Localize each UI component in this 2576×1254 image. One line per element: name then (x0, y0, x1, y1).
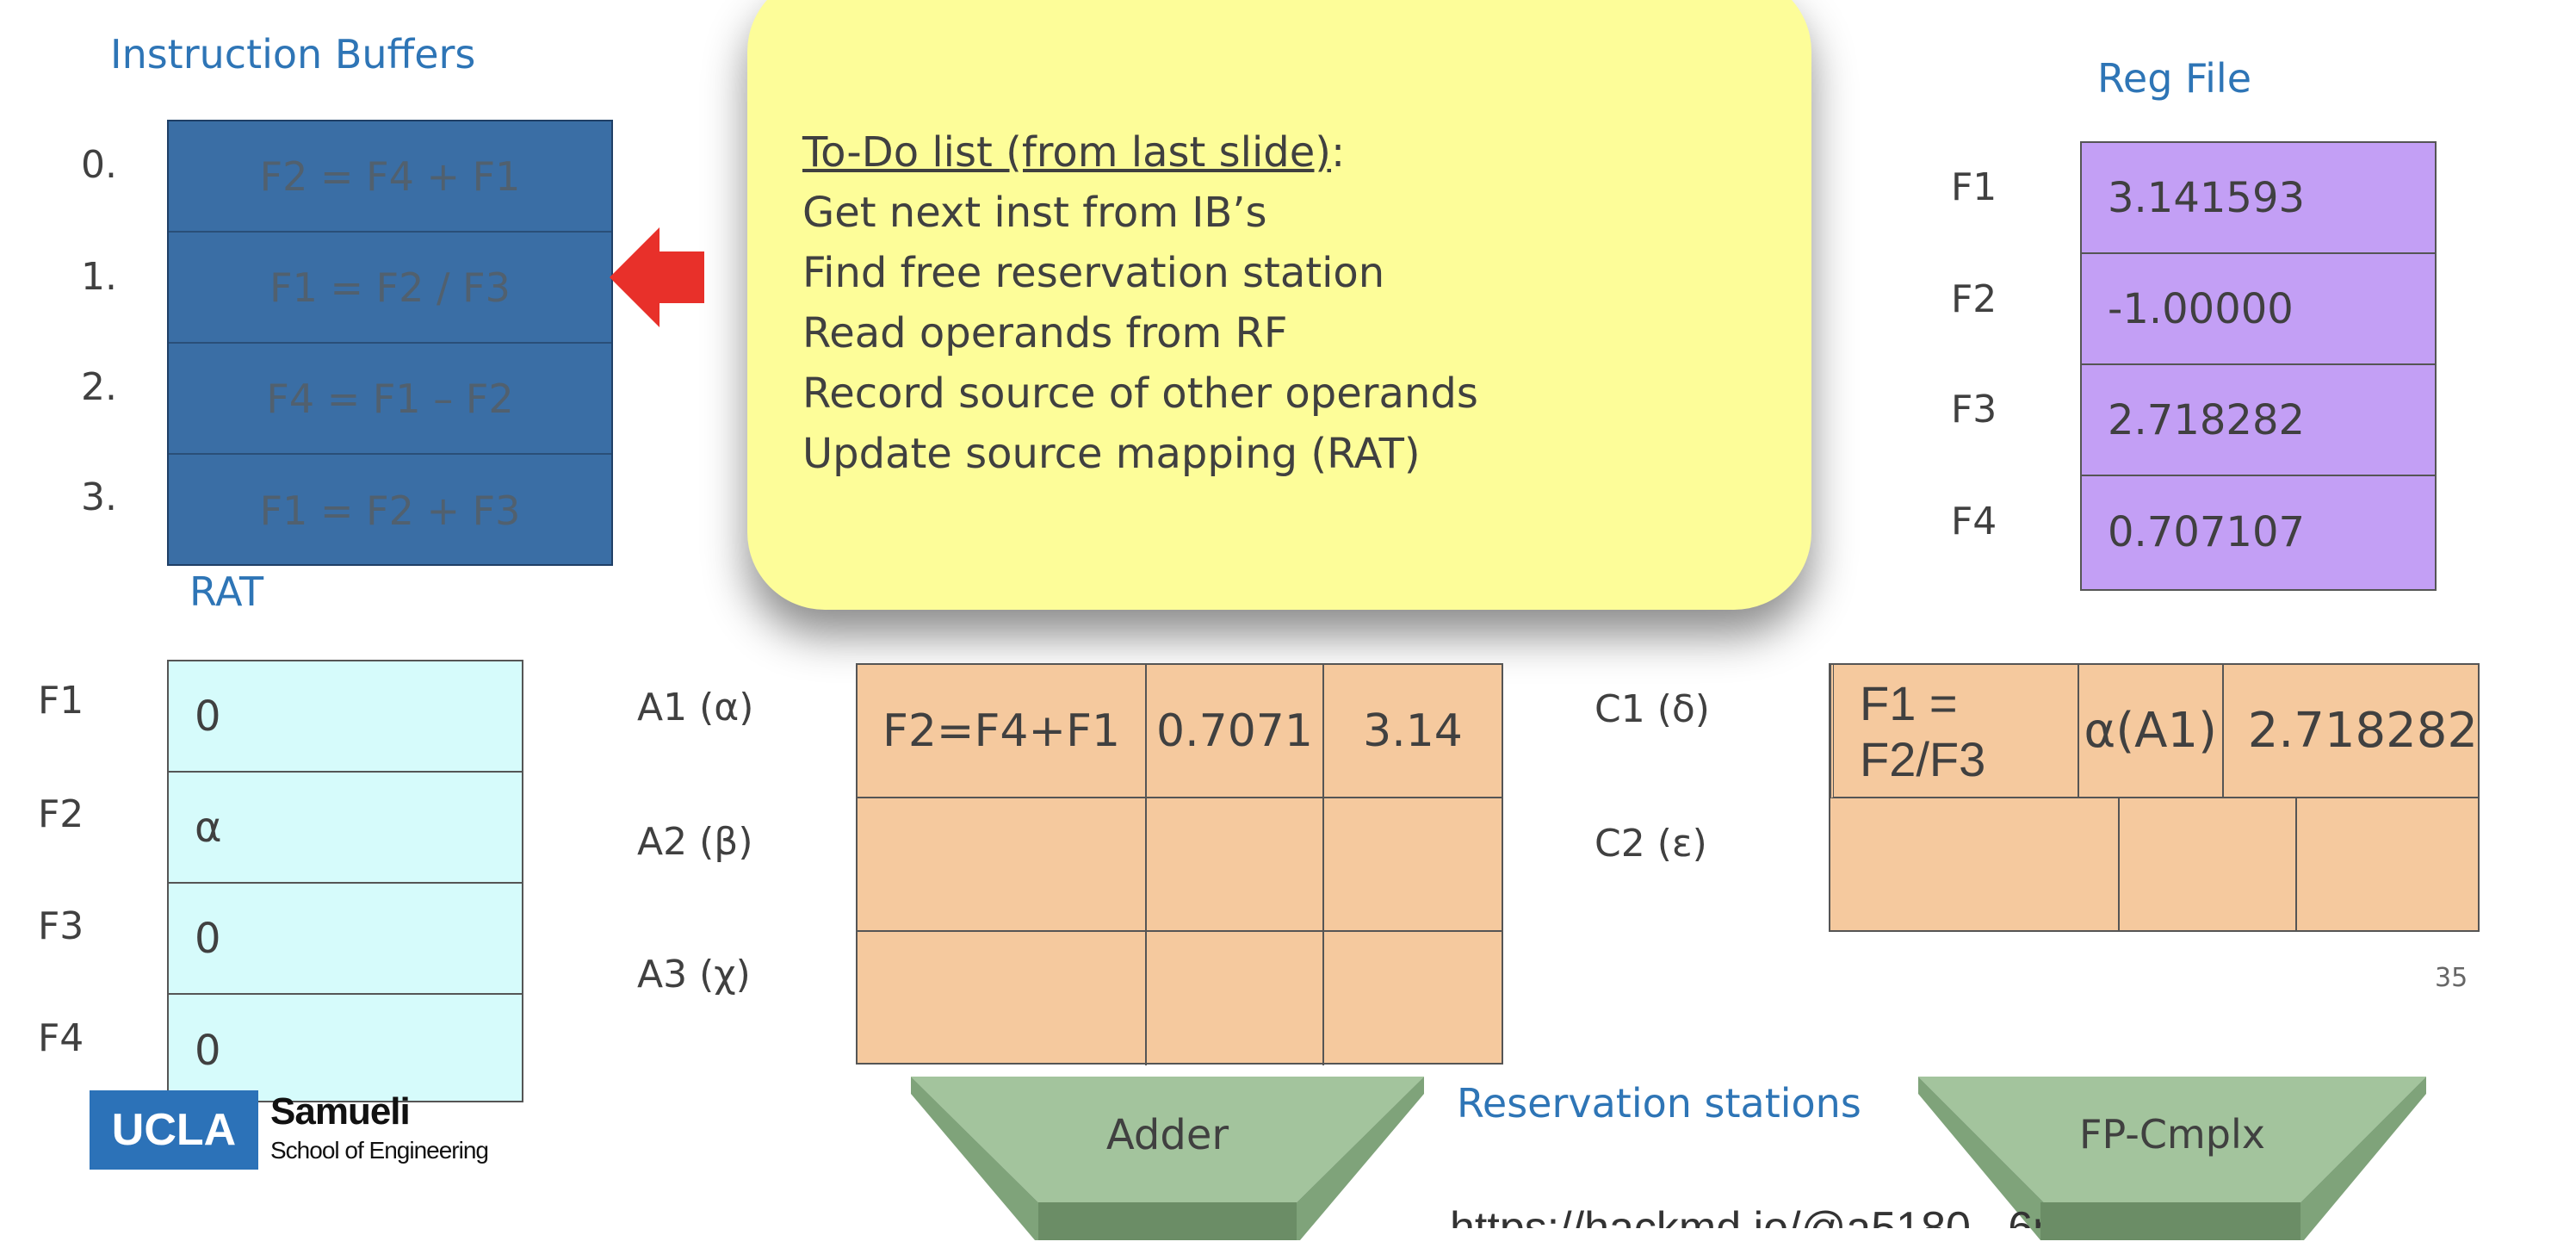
rat-value: α (169, 773, 522, 884)
rs-cell (1147, 932, 1324, 1065)
rs-cell: 2.718282 (2247, 703, 2478, 759)
fp-cmplx-label: FP-Cmplx (2079, 1111, 2265, 1158)
todo-note: To-Do list (from last slide): Get next i… (747, 0, 1811, 610)
reg-file-label: F3 (1951, 388, 1997, 431)
pointer-arrow-icon (610, 227, 704, 327)
ib-row: F1 = F2 + F3 (259, 487, 521, 534)
rs-cell: 0.7071 (1147, 665, 1324, 797)
cmplx-rs-label: C2 (ε) (1595, 822, 1707, 866)
adder-rs-label: A3 (χ) (637, 953, 751, 996)
rs-cell: F1 = F2/F3 (1834, 665, 2079, 797)
rat-value: 0 (169, 661, 522, 773)
ib-index: 2. (81, 365, 117, 409)
adder-unit-shape (911, 1077, 1424, 1240)
rs-cell (858, 798, 1147, 930)
rat-value: 0 (195, 1026, 221, 1075)
rs-cell (2297, 798, 2478, 932)
ib-index: 1. (81, 255, 117, 299)
adder-label: Adder (1105, 1111, 1229, 1159)
todo-item: Find free reservation station (802, 249, 1385, 297)
ib-index: 0. (81, 143, 117, 187)
ucla-logo: UCLA (90, 1090, 258, 1170)
todo-heading-text: To-Do list (from last slide) (802, 128, 1332, 177)
rs-cell: 3.14 (1363, 705, 1463, 757)
rs-cell (1147, 798, 1324, 930)
rat-label: F4 (38, 1016, 84, 1060)
school-of-engineering-text: School of Engineering (270, 1137, 489, 1164)
adder-rs-table: F2=F4+F1 0.7071 3.14 (856, 663, 1503, 1065)
todo-item: Read operands from RF (802, 309, 1288, 357)
adder-rs-label: A2 (β) (637, 820, 753, 864)
ib-row: F1 = F2 / F3 (169, 233, 611, 344)
rat-title: RAT (189, 568, 264, 615)
rs-cell (1324, 932, 1502, 1065)
ib-row: F4 = F1 – F2 (169, 344, 611, 455)
reg-file-label: F1 (1951, 165, 1997, 209)
instruction-buffers-title: Instruction Buffers (110, 31, 476, 78)
reservation-stations-title: Reservation stations (1457, 1080, 1861, 1127)
reg-file-title: Reg File (2097, 55, 2251, 102)
rs-cell: F2=F4+F1 (858, 665, 1147, 797)
cmplx-rs-label: C1 (δ) (1595, 687, 1710, 731)
todo-item: Record source of other operands (802, 369, 1478, 418)
rs-cell (858, 932, 1147, 1065)
rat-label: F2 (38, 792, 84, 836)
rs-cell: α(A1) (2079, 665, 2224, 797)
table-row (1830, 798, 2478, 932)
reg-file-value: -1.00000 (2082, 254, 2435, 365)
table-row: F1 = F2/F3 α(A1) 2.718282 (1830, 665, 2478, 798)
reg-file-label: F4 (1951, 500, 1997, 543)
todo-heading: To-Do list (from last slide): (802, 122, 1811, 183)
reg-file-value: 3.141593 (2082, 143, 2435, 254)
todo-item: Get next inst from IB’s (802, 189, 1267, 237)
rs-cell (2120, 798, 2297, 932)
rat-value: 0 (169, 884, 522, 995)
reg-file-value: 2.718282 (2082, 365, 2435, 476)
reg-file-label: F2 (1951, 277, 1997, 321)
table-row (858, 798, 1502, 932)
table-row: F2=F4+F1 0.7071 3.14 (858, 665, 1502, 798)
ib-row: F2 = F4 + F1 (169, 121, 611, 233)
reg-file-table: 3.141593 -1.00000 2.718282 0.707107 (2080, 141, 2437, 591)
rat-label: F3 (38, 904, 84, 948)
adder-rs-label: A1 (α) (637, 686, 754, 729)
rat-table: 0 α 0 0 (167, 660, 523, 1102)
rs-cell (1830, 798, 2120, 932)
ib-index: 3. (81, 475, 117, 519)
todo-heading-colon: : (1331, 128, 1346, 177)
reg-file-value: 0.707107 (2108, 507, 2306, 556)
instruction-buffer-table: F2 = F4 + F1 F1 = F2 / F3 F4 = F1 – F2 F… (167, 120, 613, 566)
table-row (858, 932, 1502, 1065)
fp-cmplx-unit-base (2040, 1202, 2299, 1240)
cmplx-rs-table: F1 = F2/F3 α(A1) 2.718282 (1829, 663, 2480, 932)
slide-number: 35 (2435, 963, 2468, 993)
todo-item: Update source mapping (RAT) (802, 430, 1421, 478)
rat-label: F1 (38, 679, 84, 723)
samueli-logo-text: Samueli (270, 1090, 411, 1133)
rs-cell (1324, 798, 1502, 930)
